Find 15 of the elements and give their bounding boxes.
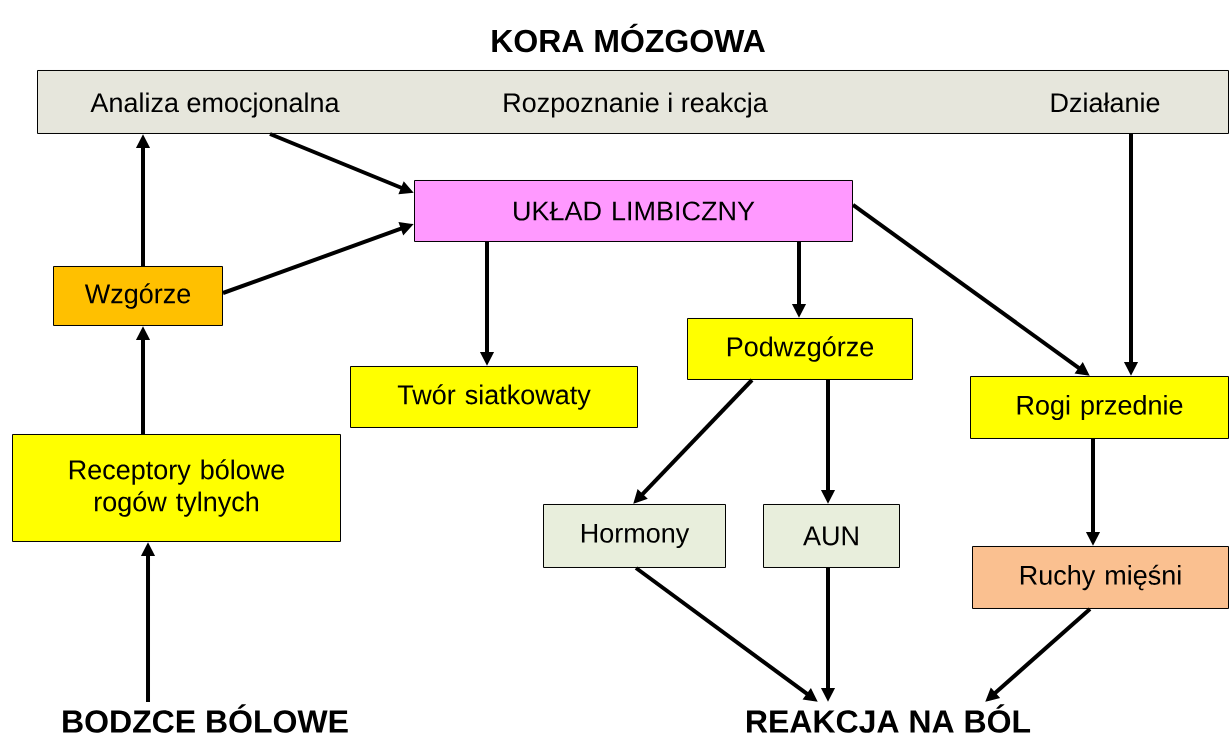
process-box: AUN bbox=[763, 504, 900, 568]
process-box: Twór siatkowaty bbox=[350, 366, 638, 428]
process-box: Podwzgórze bbox=[687, 318, 913, 380]
process-box: Wzgórze bbox=[53, 266, 223, 326]
band-label: Analiza emocjonalna bbox=[90, 92, 340, 118]
band-label: Działanie bbox=[1051, 92, 1160, 113]
heading-text: KORA MÓZGOWA bbox=[492, 23, 765, 53]
process-box: Receptory bólowe rogów tylnych bbox=[12, 434, 341, 542]
process-box: UKŁAD LIMBICZNY bbox=[414, 180, 853, 242]
band-label: Rozpoznanie i reakcja bbox=[504, 92, 768, 118]
process-box: Rogi przednie bbox=[970, 376, 1229, 439]
heading-text: REAKCJA NA BÓL bbox=[747, 704, 1031, 733]
heading-text: BODZCE BÓLOWE bbox=[63, 704, 348, 733]
process-box: Ruchy mięśni bbox=[972, 546, 1229, 609]
process-box: Hormony bbox=[543, 504, 726, 568]
